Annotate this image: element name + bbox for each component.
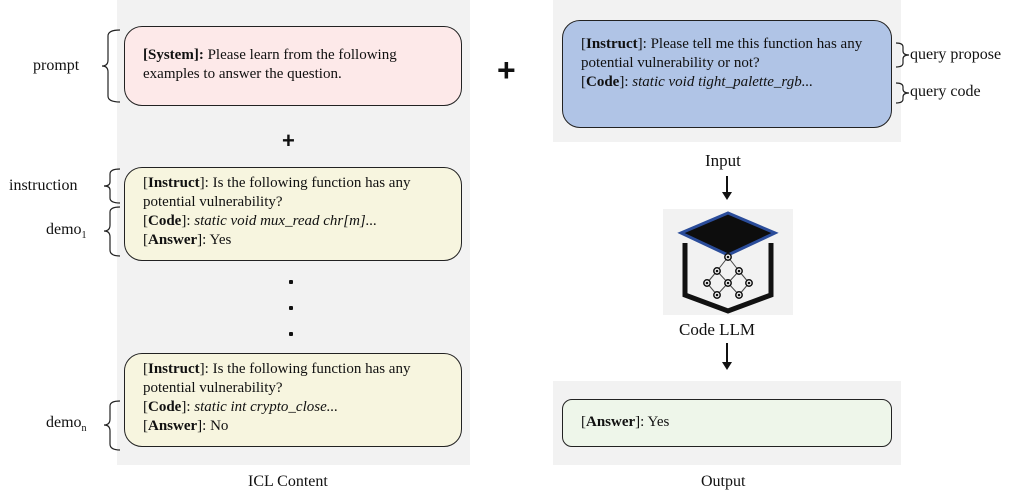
ellipsis-dot [289, 332, 293, 336]
prompt-label: prompt [33, 57, 80, 74]
prompt-brace-icon [101, 29, 121, 103]
query-propose-label: query propose [910, 46, 1002, 63]
demo-n-brace-icon [103, 400, 121, 451]
demo-1-label: demo1 [46, 221, 87, 242]
input-query-box: [Instruct]: Please tell me this function… [562, 20, 892, 128]
plus-sign-large: + [497, 52, 516, 88]
query-code-brace-icon [895, 82, 910, 104]
output-answer-tag: Answer [586, 414, 636, 430]
input-label: Input [705, 151, 741, 170]
query-propose-brace-icon [895, 42, 910, 68]
icl-content-label: ICL Content [248, 473, 328, 490]
demo-n-instruct: [Instruct]: Is the following function ha… [143, 361, 411, 396]
demo-1-code: [Code]: static void mux_read chr[m]... [143, 213, 378, 229]
arrow-head-icon [722, 362, 732, 370]
output-label: Output [701, 473, 746, 490]
demo-n-label: demon [46, 414, 87, 435]
demo-1-answer: [Answer]: Yes [143, 232, 232, 248]
query-code: [Code]: static void tight_palette_rgb... [581, 74, 813, 90]
system-tag: System [148, 47, 194, 63]
instruction-brace-icon [103, 168, 121, 204]
plus-sign-small: + [282, 128, 295, 153]
demo-1-instruct: [Instruct]: Is the following function ha… [143, 175, 411, 210]
demo-1-box: [Instruct]: Is the following function ha… [124, 167, 462, 261]
query-instruct: [Instruct]: Please tell me this function… [581, 36, 863, 71]
ellipsis-dot [289, 306, 293, 310]
output-answer-box: [Answer]: Yes [562, 399, 892, 447]
output-answer-text: : Yes [640, 414, 670, 430]
system-prompt-box: [System]: Please learn from the followin… [124, 26, 462, 106]
instruction-label: instruction [9, 177, 78, 194]
demo-n-answer: [Answer]: No [143, 418, 229, 434]
demo-n-box: [Instruct]: Is the following function ha… [124, 353, 462, 447]
code-llm-icon [677, 211, 779, 314]
query-code-label: query code [910, 83, 981, 100]
ellipsis-dot [289, 280, 293, 284]
code-llm-label: Code LLM [679, 320, 756, 339]
arrow-head-icon [722, 192, 732, 200]
demo-n-code: [Code]: static int crypto_close... [143, 399, 338, 415]
demo-1-brace-icon [103, 206, 121, 257]
system-text: Please learn from the following examples… [143, 47, 397, 82]
